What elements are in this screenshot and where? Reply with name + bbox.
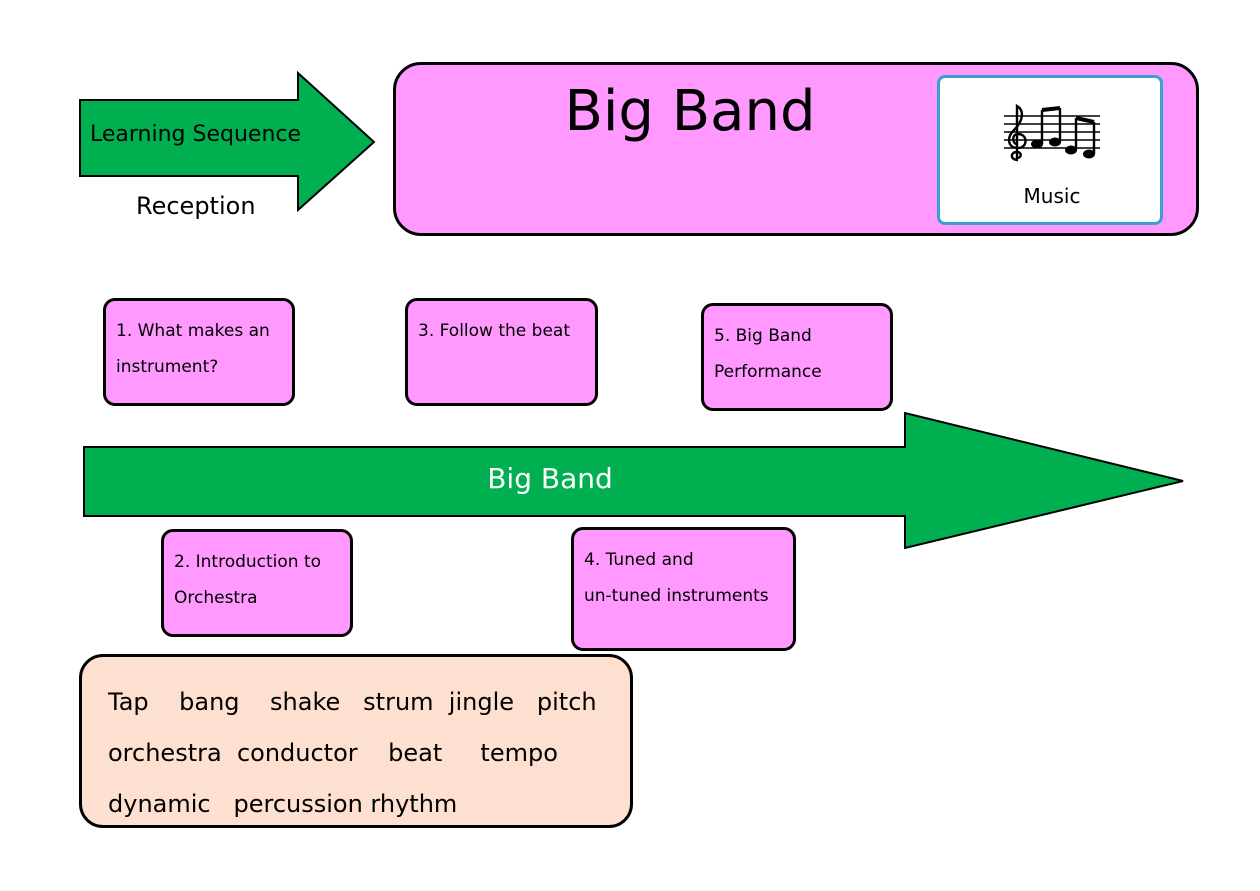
timeline-arrow [83,411,1184,550]
lesson-line-2: Orchestra [174,588,258,608]
lesson-line-2: Performance [714,362,822,382]
vocabulary-line-3: dynamic percussion rhythm [108,790,458,818]
lesson-line-1: 1. What makes an [116,321,270,341]
year-group-label: Reception [136,192,256,220]
vocabulary-line-1: Tap bang shake strum jingle pitch [108,688,597,716]
vocabulary-line-2: orchestra conductor beat tempo [108,739,558,767]
lesson-line-1: 4. Tuned and [584,550,694,570]
subject-card: Music [937,75,1163,225]
lesson-card-1: 1. What makes an instrument? [103,298,295,406]
page-title: Big Band [564,79,816,144]
lesson-line-1: 2. Introduction to [174,552,322,572]
lesson-card-3: 3. Follow the beat [405,298,598,406]
vocabulary-box: Tap bang shake strum jingle pitch orches… [79,654,633,828]
timeline-label: Big Band [487,462,613,495]
lesson-line-2: instrument? [116,357,219,377]
subject-label: Music [1023,184,1081,208]
learning-sequence-label: Learning Sequence [90,122,302,147]
lesson-line-1: 3. Follow the beat [418,321,570,341]
lesson-line-1: 5. Big Band [714,326,812,346]
lesson-card-2: 2. Introduction to Orchestra [161,529,353,637]
lesson-card-5: 5. Big Band Performance [701,303,893,411]
lesson-line-2: un-tuned instruments [584,586,769,606]
music-notes-icon [1004,103,1100,162]
lesson-card-4: 4. Tuned and un-tuned instruments [571,527,796,651]
learning-sequence-arrow [79,70,376,213]
